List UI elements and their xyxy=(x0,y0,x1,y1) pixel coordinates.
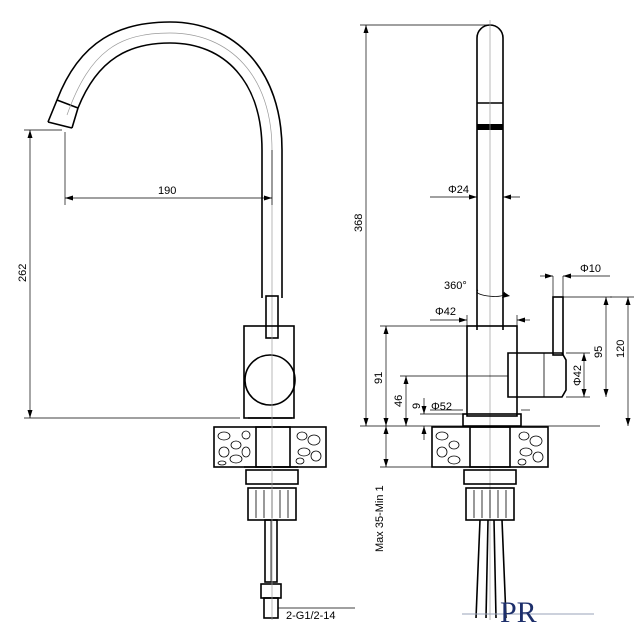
front-view xyxy=(24,21,355,620)
label-handle-top: 120 xyxy=(615,340,627,358)
label-total-height: 368 xyxy=(353,214,365,232)
label-reach: 190 xyxy=(158,185,176,197)
spout-outlet xyxy=(47,121,73,129)
side-body xyxy=(466,325,518,417)
stone-texture xyxy=(217,430,322,466)
label-body-diameter-top: Φ42 xyxy=(435,306,456,318)
label-spout-diameter: Φ24 xyxy=(448,184,469,196)
side-handle-cartridge xyxy=(507,352,567,398)
label-handle-diameter: Φ10 xyxy=(580,263,601,275)
label-spout-height: 262 xyxy=(17,264,29,282)
label-countertop: Max 35-Min 1 xyxy=(374,485,386,552)
label-handle-axis: 46 xyxy=(393,395,405,407)
side-view xyxy=(360,20,634,620)
label-body-height: 91 xyxy=(373,372,385,384)
hose-fitting xyxy=(260,583,282,599)
label-base-height: 9 xyxy=(411,403,423,409)
spout-outline-outer xyxy=(47,21,283,298)
side-handle-lever xyxy=(552,296,564,356)
handle-hub xyxy=(244,354,296,406)
spout-outline-inner xyxy=(71,42,263,298)
label-base-diameter: Φ52 xyxy=(431,401,452,413)
brand-logo: PR xyxy=(462,596,594,629)
label-rotation: 360° xyxy=(444,280,467,292)
dimension-labels: 190 262 368 Φ24 360° Φ10 Φ42 91 46 9 Φ52… xyxy=(17,184,627,622)
label-handle-height: 95 xyxy=(593,346,605,358)
logo-text: PR xyxy=(500,596,537,629)
label-thread: 2-G1/2-14 xyxy=(286,610,336,622)
label-body-diameter-side: Φ42 xyxy=(572,365,584,386)
